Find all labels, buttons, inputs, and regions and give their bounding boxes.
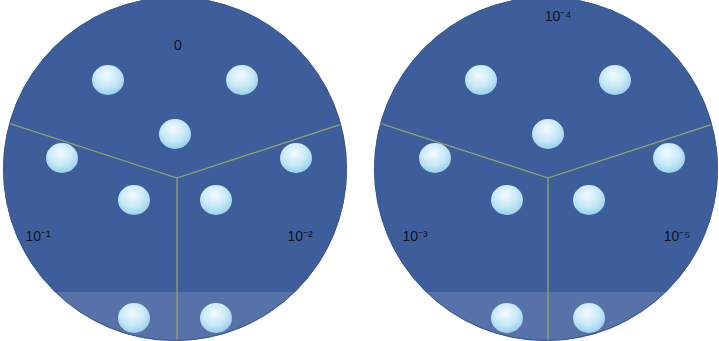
dilution-label: 0 bbox=[174, 37, 182, 53]
dilution-label: 10⁻³ bbox=[402, 228, 427, 244]
petri-dish: 10⁻⁴ 10⁻³ 10⁻⁵ bbox=[374, 0, 718, 341]
dilution-label: 10⁻⁵ bbox=[664, 228, 690, 244]
dish-outline bbox=[374, 0, 718, 341]
dilution-label: 10⁻² bbox=[287, 228, 312, 244]
dish bbox=[374, 0, 718, 341]
petri-dish: 0 10⁻¹ 10⁻² bbox=[3, 0, 347, 341]
dish bbox=[3, 0, 347, 341]
sector-lines bbox=[0, 122, 360, 341]
sector-lines bbox=[370, 122, 719, 341]
dilution-label: 10⁻⁴ bbox=[545, 8, 572, 24]
dilution-label: 10⁻¹ bbox=[25, 228, 50, 244]
colonies bbox=[46, 65, 685, 333]
